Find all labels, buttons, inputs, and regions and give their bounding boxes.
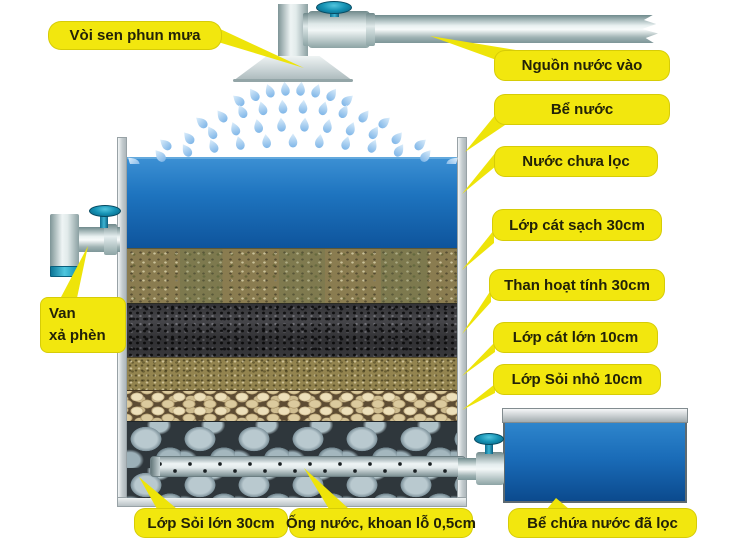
tank-right-wall bbox=[457, 137, 467, 507]
leader-unfiltered bbox=[462, 152, 496, 194]
drain-pipe-tip bbox=[50, 266, 79, 277]
inlet-valve-collar-right bbox=[366, 13, 375, 46]
water-drop-icon bbox=[345, 122, 355, 136]
water-drop-icon bbox=[160, 139, 172, 151]
water-drop-icon bbox=[265, 84, 275, 98]
water-drop-icon bbox=[278, 99, 288, 114]
water-drop-icon bbox=[318, 101, 328, 116]
drain-coupling bbox=[104, 224, 117, 255]
layer-activated-carbon bbox=[127, 303, 457, 358]
water-drop-icon bbox=[393, 144, 404, 157]
filtered-water bbox=[503, 423, 687, 503]
layer-unfiltered-water bbox=[127, 157, 457, 248]
label-tank: Bể nước bbox=[494, 94, 670, 125]
label-source: Nguồn nước vào bbox=[494, 50, 670, 81]
layer-coarse-sand bbox=[127, 357, 457, 391]
water-drop-icon bbox=[217, 110, 228, 123]
water-drop-icon bbox=[182, 144, 193, 157]
shower-cone-rim bbox=[233, 79, 353, 82]
water-drop-icon bbox=[368, 126, 378, 140]
water-drop-icon bbox=[298, 99, 308, 114]
water-drop-icon bbox=[300, 117, 309, 132]
water-drop-icon bbox=[208, 126, 218, 140]
label-drain-valve-line2: xả phèn bbox=[49, 327, 106, 344]
inlet-valve-collar-left bbox=[303, 13, 312, 46]
spray-drops bbox=[128, 81, 458, 164]
label-unfiltered: Nước chưa lọc bbox=[494, 146, 658, 177]
label-gravel-large: Lớp Sỏi lớn 30cm bbox=[134, 508, 288, 538]
tank-bottom-wall bbox=[117, 497, 467, 507]
water-drop-icon bbox=[128, 157, 140, 164]
outlet-valve-handle-icon bbox=[474, 433, 504, 445]
label-drain-valve-line1: Van bbox=[49, 305, 76, 322]
label-sand-coarse: Lớp cát lớn 10cm bbox=[493, 322, 658, 353]
water-drop-icon bbox=[315, 134, 324, 149]
water-drop-icon bbox=[250, 88, 260, 101]
outlet-coupling bbox=[476, 452, 504, 485]
water-drop-icon bbox=[367, 139, 377, 153]
shower-cone bbox=[233, 56, 353, 81]
water-drop-icon bbox=[155, 150, 166, 162]
label-sand-clean: Lớp cát sạch 30cm bbox=[492, 209, 662, 241]
water-drop-icon bbox=[341, 95, 353, 107]
label-pipe: Ống nước, khoan lỗ 0,5cm bbox=[286, 508, 476, 538]
water-drop-icon bbox=[233, 95, 245, 107]
water-drop-icon bbox=[341, 136, 351, 150]
water-drop-icon bbox=[446, 157, 458, 164]
water-drop-icon bbox=[262, 134, 271, 149]
drain-valve-stem bbox=[100, 216, 108, 228]
label-gravel-small: Lớp Sỏi nhỏ 10cm bbox=[493, 364, 661, 395]
water-drop-icon bbox=[391, 132, 402, 145]
layer-clean-sand bbox=[127, 248, 457, 304]
water-drop-icon bbox=[378, 117, 390, 129]
label-drain-valve: Van xả phèn bbox=[40, 297, 126, 353]
water-drop-icon bbox=[326, 88, 336, 101]
drain-valve-handle-icon bbox=[89, 205, 121, 217]
filtered-tank-rim bbox=[502, 408, 688, 423]
water-drop-icon bbox=[311, 84, 321, 98]
water-drop-icon bbox=[281, 81, 290, 96]
water-drop-icon bbox=[238, 105, 248, 119]
water-drop-icon bbox=[184, 132, 195, 145]
water-drop-icon bbox=[296, 81, 305, 96]
filtered-water-tank bbox=[502, 408, 688, 503]
label-shower: Vòi sen phun mưa bbox=[48, 21, 222, 50]
water-drop-icon bbox=[258, 101, 268, 116]
inlet-valve-handle-icon bbox=[316, 1, 352, 14]
water-drop-icon bbox=[420, 150, 431, 162]
water-drop-icon bbox=[235, 136, 245, 150]
water-drop-icon bbox=[358, 110, 369, 123]
perforated-pipe bbox=[150, 456, 466, 477]
label-carbon: Than hoạt tính 30cm bbox=[489, 269, 665, 301]
water-drop-icon bbox=[196, 117, 208, 129]
water-drop-icon bbox=[254, 119, 263, 133]
water-drop-icon bbox=[323, 119, 332, 133]
water-drop-icon bbox=[288, 133, 298, 148]
water-drop-icon bbox=[277, 117, 286, 132]
water-drop-icon bbox=[209, 139, 219, 153]
label-filtered: Bể chứa nước đã lọc bbox=[508, 508, 697, 538]
inlet-valve-body bbox=[308, 11, 370, 48]
water-drop-icon bbox=[338, 105, 348, 119]
layer-small-gravel bbox=[127, 390, 457, 422]
water-drop-icon bbox=[414, 139, 426, 151]
outlet-valve-stem bbox=[485, 444, 493, 454]
water-drop-icon bbox=[231, 122, 241, 136]
